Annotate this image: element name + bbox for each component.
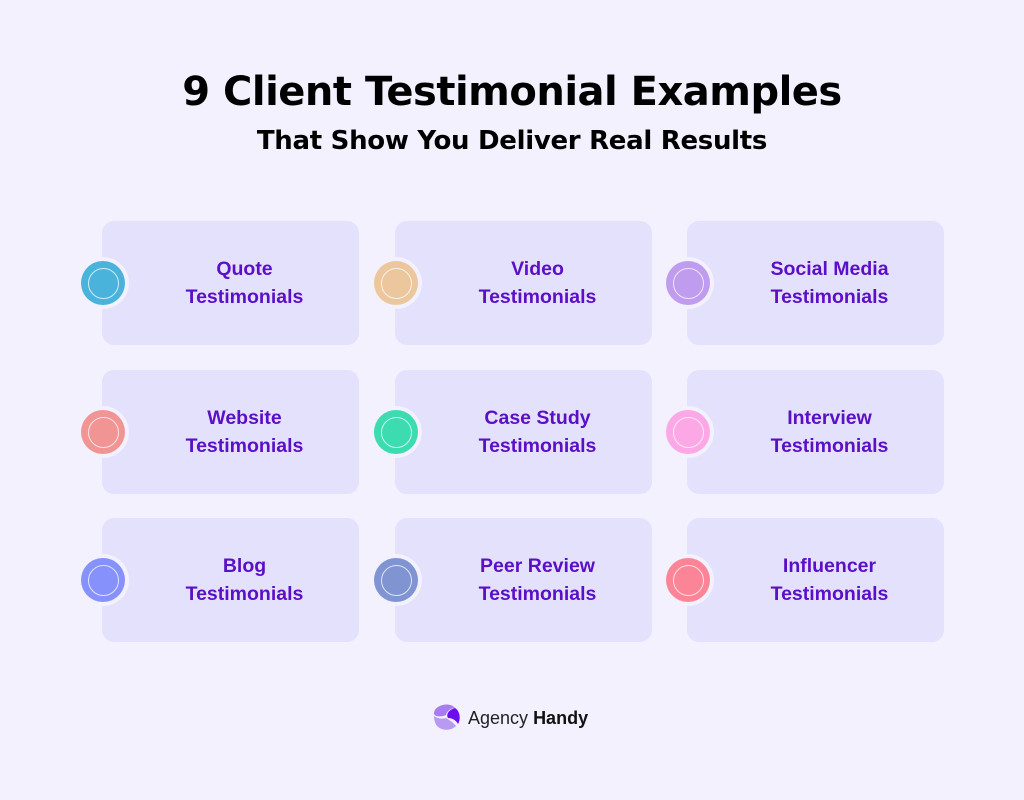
circle-icon [666, 261, 710, 305]
agency-handy-logo-icon [434, 704, 460, 730]
card-label: Video Testimonials [478, 258, 597, 308]
card-website-testimonials[interactable]: Website Testimonials [77, 370, 359, 494]
card-case-study-testimonials[interactable]: Case Study Testimonials [370, 370, 652, 494]
circle-icon [666, 558, 710, 602]
circle-icon-container [370, 406, 422, 458]
circle-icon-container [77, 406, 129, 458]
circle-icon-container [662, 257, 714, 309]
card-peer-review-testimonials[interactable]: Peer Review Testimonials [370, 518, 652, 642]
circle-icon-container [662, 554, 714, 606]
circle-icon [666, 410, 710, 454]
brand-name: Agency Handy [468, 707, 589, 728]
card-label: Quote Testimonials [185, 258, 304, 308]
page-title: 9 Client Testimonial Examples [182, 69, 842, 115]
card-label: Website Testimonials [185, 407, 304, 457]
circle-icon [374, 410, 418, 454]
card-label: Case Study Testimonials [478, 407, 597, 457]
circle-icon-container [370, 554, 422, 606]
brand-logo: Agency Handy [432, 703, 588, 733]
circle-icon-container [662, 406, 714, 458]
card-blog-testimonials[interactable]: Blog Testimonials [77, 518, 359, 642]
card-label: Influencer Testimonials [770, 555, 889, 605]
card-influencer-testimonials[interactable]: Influencer Testimonials [662, 518, 944, 642]
page-subtitle: That Show You Deliver Real Results [256, 126, 768, 156]
circle-icon [374, 261, 418, 305]
circle-icon-container [77, 554, 129, 606]
card-social-media-testimonials[interactable]: Social Media Testimonials [662, 221, 944, 345]
card-label: Blog Testimonials [185, 555, 304, 605]
circle-icon [81, 261, 125, 305]
circle-icon [81, 410, 125, 454]
circle-icon [374, 558, 418, 602]
card-label: Interview Testimonials [770, 407, 889, 457]
circle-icon [81, 558, 125, 602]
card-quote-testimonials[interactable]: Quote Testimonials [77, 221, 359, 345]
circle-icon-container [77, 257, 129, 309]
card-interview-testimonials[interactable]: Interview Testimonials [662, 370, 944, 494]
card-label: Peer Review Testimonials [478, 555, 597, 605]
card-video-testimonials[interactable]: Video Testimonials [370, 221, 652, 345]
card-label: Social Media Testimonials [770, 258, 889, 308]
circle-icon-container [370, 257, 422, 309]
